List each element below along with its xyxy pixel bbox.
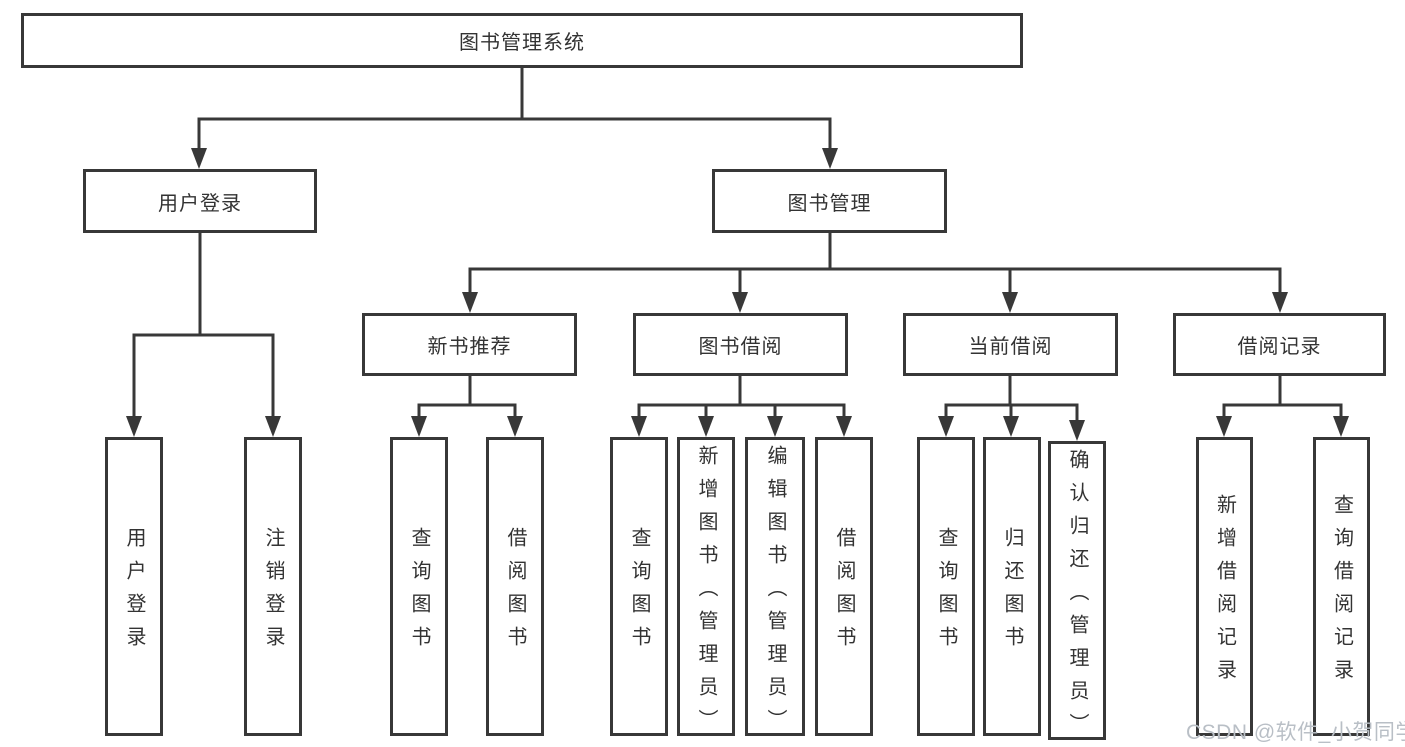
node-user-login-label: 用户登录 bbox=[158, 192, 242, 215]
node-leaf-add-borrow-record-label: 新增借阅记录 bbox=[1213, 494, 1236, 692]
node-leaf-logout-label: 注销登录 bbox=[262, 527, 284, 659]
node-leaf-query-books-2-label: 查询图书 bbox=[628, 527, 650, 659]
node-leaf-borrow-books-1-label: 借阅图书 bbox=[504, 527, 526, 659]
connector-book-borrow-to-leaves bbox=[637, 376, 846, 420]
node-leaf-borrow-books-1: 借阅图书 bbox=[486, 437, 544, 736]
node-leaf-query-books-3-label: 查询图书 bbox=[935, 527, 957, 659]
node-current-borrowing-label: 当前借阅 bbox=[968, 336, 1053, 358]
node-leaf-edit-books-admin-label: 编辑图书（管理员） bbox=[764, 444, 786, 742]
node-leaf-borrow-books-2: 借阅图书 bbox=[815, 437, 873, 736]
connector-borrow-records-to-leaves bbox=[1222, 376, 1343, 420]
node-library-system: 图书管理系统 bbox=[21, 13, 1023, 68]
arrow-down-icons-borrow-records bbox=[1216, 416, 1349, 437]
node-leaf-query-books-1-label: 查询图书 bbox=[408, 527, 430, 659]
connector-user-login-to-leaves bbox=[132, 233, 275, 420]
node-borrowing-records: 借阅记录 bbox=[1173, 313, 1386, 376]
node-leaf-user-login: 用户登录 bbox=[105, 437, 163, 736]
node-leaf-query-books-3: 查询图书 bbox=[917, 437, 975, 736]
node-leaf-add-borrow-record: 新增借阅记录 bbox=[1196, 437, 1253, 736]
node-leaf-add-books-admin-label: 新增图书（管理员） bbox=[695, 444, 717, 742]
connector-root-to-level2 bbox=[197, 68, 832, 152]
arrow-down-icons-new-book-rec bbox=[411, 416, 523, 437]
arrow-down-icons-current-borrow bbox=[938, 416, 1085, 441]
node-leaf-query-books-2: 查询图书 bbox=[610, 437, 668, 736]
node-book-borrowing-label: 图书借阅 bbox=[698, 336, 783, 358]
arrow-down-icons-user-login bbox=[126, 416, 281, 437]
node-leaf-user-login-label: 用户登录 bbox=[123, 527, 145, 659]
node-leaf-return-books: 归还图书 bbox=[983, 437, 1041, 736]
node-leaf-logout: 注销登录 bbox=[244, 437, 302, 736]
node-leaf-borrow-books-2-label: 借阅图书 bbox=[833, 527, 855, 659]
node-book-management-label: 图书管理 bbox=[787, 192, 872, 215]
connector-current-borrow-to-leaves bbox=[944, 376, 1079, 424]
node-leaf-query-borrow-record-label: 查询借阅记录 bbox=[1330, 494, 1353, 692]
node-leaf-edit-books-admin: 编辑图书（管理员） bbox=[745, 437, 805, 742]
connector-book-mgmt-to-level3 bbox=[468, 233, 1282, 296]
node-book-management: 图书管理 bbox=[712, 169, 947, 233]
arrow-down-icons-level3 bbox=[462, 292, 1288, 313]
node-leaf-query-borrow-record: 查询借阅记录 bbox=[1313, 437, 1370, 736]
node-leaf-add-books-admin: 新增图书（管理员） bbox=[677, 437, 735, 742]
arrow-down-icons-level2 bbox=[191, 148, 838, 169]
arrow-down-icons-book-borrow bbox=[631, 416, 852, 437]
node-leaf-confirm-return-admin: 确认归还（管理员） bbox=[1048, 441, 1106, 746]
csdn-watermark: CSDN @软件_小贺同学 bbox=[1186, 721, 1405, 744]
node-leaf-confirm-return-admin-label: 确认归还（管理员） bbox=[1066, 448, 1088, 746]
node-new-book-recommend-label: 新书推荐 bbox=[427, 336, 512, 358]
node-borrowing-records-label: 借阅记录 bbox=[1237, 336, 1322, 358]
node-leaf-return-books-label: 归还图书 bbox=[1001, 527, 1023, 659]
node-current-borrowing: 当前借阅 bbox=[903, 313, 1118, 376]
node-book-borrowing: 图书借阅 bbox=[633, 313, 848, 376]
node-leaf-query-books-1: 查询图书 bbox=[390, 437, 448, 736]
node-new-book-recommend: 新书推荐 bbox=[362, 313, 577, 376]
node-user-login: 用户登录 bbox=[83, 169, 317, 233]
connector-new-book-rec-to-leaves bbox=[417, 376, 517, 420]
node-library-system-label: 图书管理系统 bbox=[459, 32, 585, 54]
